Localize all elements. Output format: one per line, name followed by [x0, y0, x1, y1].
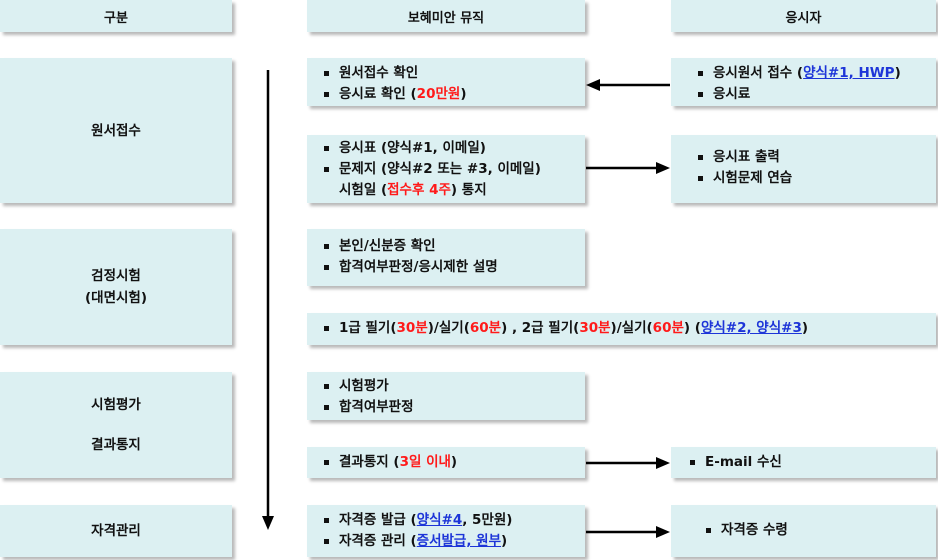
arrowhead [586, 79, 600, 91]
header-applicant-label: 응시자 [785, 10, 822, 26]
mid-item: 결과통지 (3일 이내) [319, 452, 585, 473]
mid-item: 자격증 관리 (증서발급, 원부) [319, 531, 585, 552]
category-reception-label: 원서접수 [91, 122, 141, 139]
mid-box-notification: 결과통지 (3일 이내) [307, 447, 585, 478]
category-exam-line1: 검정시험 [91, 268, 141, 284]
mid-item: 합격여부판정/응시제한 설명 [319, 257, 585, 278]
mid-box-exam-time: 1급 필기(30분)/실기(60분) , 2급 필기(30분)/실기(60분) … [307, 313, 936, 345]
right-box-ticket: 응시표 출력 시험문제 연습 [671, 135, 936, 203]
header-applicant: 응시자 [671, 0, 936, 32]
right-item: 응시원서 접수 (양식#1, HWP) [693, 63, 936, 84]
header-security: 보혜미안 뮤직 [307, 0, 585, 32]
mid-item: 자격증 발급 (양식#4, 5만원) [319, 510, 585, 531]
category-evaluation: 시험평가 결과통지 [0, 372, 232, 478]
category-reception: 원서접수 [0, 58, 232, 203]
right-item: E-mail 수신 [685, 452, 936, 473]
mid-item: 원서접수 확인 [319, 63, 585, 84]
arrowhead [656, 526, 670, 538]
arrowhead [656, 457, 670, 469]
header-category: 구분 [0, 0, 232, 32]
header-security-label: 보혜미안 뮤직 [407, 10, 485, 26]
mid-box-identity: 본인/신분증 확인 합격여부판정/응시제한 설명 [307, 229, 585, 286]
mid-item: 문제지 (양식#2 또는 #3, 이메일) [319, 159, 585, 180]
mid-item: 1급 필기(30분)/실기(60분) , 2급 필기(30분)/실기(60분) … [319, 318, 936, 339]
mid-box-reception: 원서접수 확인 응시료 확인 (20만원) [307, 58, 585, 106]
right-box-application: 응시원서 접수 (양식#1, HWP) 응시료 [671, 58, 936, 106]
mid-box-evaluation: 시험평가 합격여부판정 [307, 372, 585, 420]
right-item: 응시료 [693, 84, 936, 105]
mid-item: 본인/신분증 확인 [319, 236, 585, 257]
category-exam-line2: (대면시험) [84, 290, 148, 306]
category-cert-label: 자격관리 [91, 523, 141, 539]
category-eval-line2: 결과통지 [91, 437, 141, 453]
mid-item: 합격여부판정 [319, 397, 585, 418]
right-box-email: E-mail 수신 [671, 447, 936, 478]
category-exam: 검정시험 (대면시험) [0, 229, 232, 345]
arrowhead [656, 162, 670, 174]
mid-box-certificate: 자격증 발급 (양식#4, 5만원) 자격증 관리 (증서발급, 원부) [307, 505, 585, 557]
right-item: 시험문제 연습 [693, 168, 936, 189]
mid-item: 응시표 (양식#1, 이메일) [319, 138, 585, 159]
mid-item-continuation: 시험일 (접수후 4주) 통지 [339, 182, 487, 198]
category-certificate: 자격관리 [0, 505, 232, 557]
category-eval-line1: 시험평가 [91, 397, 141, 413]
timeline-arrowhead [262, 516, 274, 530]
right-box-certificate: 자격증 수령 [671, 505, 936, 557]
right-item: 응시표 출력 [693, 147, 936, 168]
header-category-label: 구분 [104, 10, 128, 26]
mid-item: 응시료 확인 (20만원) [319, 84, 585, 105]
mid-box-ticket: 응시표 (양식#1, 이메일) 문제지 (양식#2 또는 #3, 이메일) 시험… [307, 135, 585, 203]
mid-item: 시험평가 [319, 376, 585, 397]
right-item: 자격증 수령 [701, 520, 936, 541]
